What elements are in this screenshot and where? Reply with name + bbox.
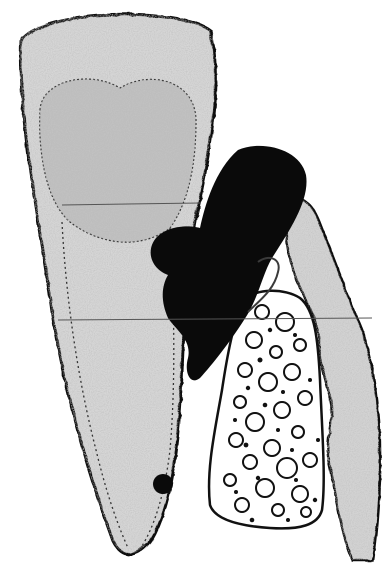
apical-dot — [153, 474, 173, 494]
